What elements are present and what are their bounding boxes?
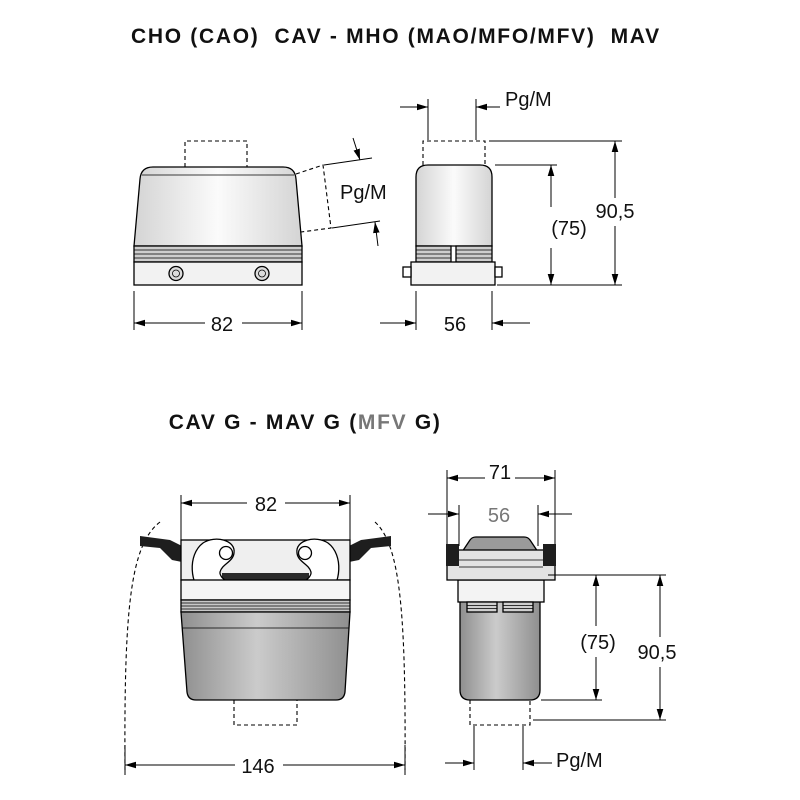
side-cap-band [446, 549, 556, 581]
housing-collar [180, 579, 351, 601]
top-side-entry-thread-dimension: Pg/M [400, 89, 552, 140]
side-lever-tab-right [543, 544, 556, 566]
side-rib-lines [467, 605, 533, 609]
title-part-3: G) [407, 411, 441, 434]
housing-rib-lines [181, 602, 350, 610]
dimension-label-pg-m: Pg/M [556, 750, 603, 772]
top-front-entry-thread-dimension: Pg/M [323, 137, 387, 247]
bottom-side-entry-thread-dimension: Pg/M [445, 726, 603, 772]
left-screw-hole [168, 265, 184, 282]
left-lever-swing-arc-dashed [124, 521, 161, 771]
bottom-front-width-dimension: 82 [180, 494, 351, 540]
top-side-width-dimension: 56 [380, 291, 530, 336]
dimension-label-90-5: 90,5 [638, 642, 677, 664]
side-rib-right [502, 601, 534, 613]
side-pin-right [494, 266, 503, 278]
top-side-view [402, 140, 503, 286]
bottom-side-outer-width-dimension: 71 [446, 462, 556, 544]
side-body [415, 164, 493, 247]
right-lever-swing-arc-dashed [374, 521, 406, 771]
dimension-label-pg-m: Pg/M [505, 89, 552, 111]
bottom-side-height-dimensions: (75) 90,5 [533, 574, 677, 721]
housing-body [180, 611, 351, 701]
top-side-height-dimensions: (75) 90,5 [489, 140, 635, 286]
bottom-side-view [446, 536, 556, 726]
side-pin-left [402, 266, 412, 278]
side-collar [457, 579, 545, 603]
dimension-label-82: 82 [211, 314, 233, 336]
top-front-width-dimension: 82 [133, 291, 303, 336]
side-cable-entry-top-dashed [422, 140, 486, 165]
dimension-label-82: 82 [255, 494, 277, 516]
bottom-section-title: CAV G - MAV G (MFV G) [131, 411, 464, 434]
hood-rib-lines [134, 249, 302, 259]
right-screw-hole [254, 265, 270, 282]
bottom-front-view [124, 521, 406, 771]
top-cable-entry-dashed [184, 140, 248, 167]
side-lever-tab-left [446, 544, 459, 566]
side-cable-entry-dashed [295, 164, 332, 233]
hood-body [133, 166, 303, 247]
dimension-label-75: (75) [551, 218, 587, 240]
locking-bar [222, 573, 309, 580]
left-locking-lever [140, 536, 182, 562]
title-part-highlight: MFV [358, 411, 407, 434]
side-rib-left [466, 601, 498, 613]
right-screw-hole-inner [258, 269, 266, 278]
bottom-side-inner-width-dimension: 56 [428, 505, 572, 546]
left-screw-hole-inner [172, 269, 180, 278]
side-rib-lines [416, 249, 492, 259]
dimension-label-56: 56 [444, 314, 466, 336]
dimension-label-90-5: 90,5 [596, 201, 635, 223]
side-cap-dome [460, 536, 540, 553]
bottom-cable-entry-dashed [233, 700, 298, 726]
dimension-label-pg-m: Pg/M [340, 182, 387, 204]
dimension-label-146: 146 [241, 756, 274, 778]
right-locking-lever [349, 536, 391, 562]
dimension-arrow [352, 137, 361, 161]
dimension-label-56: 56 [488, 505, 510, 527]
side-cap-band-lines [459, 559, 543, 568]
left-cam-pin-upper [218, 545, 234, 561]
dimension-label-71: 71 [489, 462, 511, 484]
hood-base [133, 261, 303, 286]
bottom-front-overall-width-dimension: 146 [124, 745, 406, 778]
title-part-1: CAV G - MAV G ( [169, 411, 358, 434]
side-base [410, 261, 496, 286]
dimension-arrow [373, 221, 380, 247]
top-front-view [133, 140, 332, 286]
right-cam-pin-upper [297, 545, 313, 561]
top-section-title: CHO (CAO) CAV - MHO (MAO/MFO/MFV) MAV [131, 25, 661, 48]
extension-line [323, 157, 373, 166]
dimension-label-75: (75) [580, 632, 616, 654]
extension-line [331, 220, 381, 229]
